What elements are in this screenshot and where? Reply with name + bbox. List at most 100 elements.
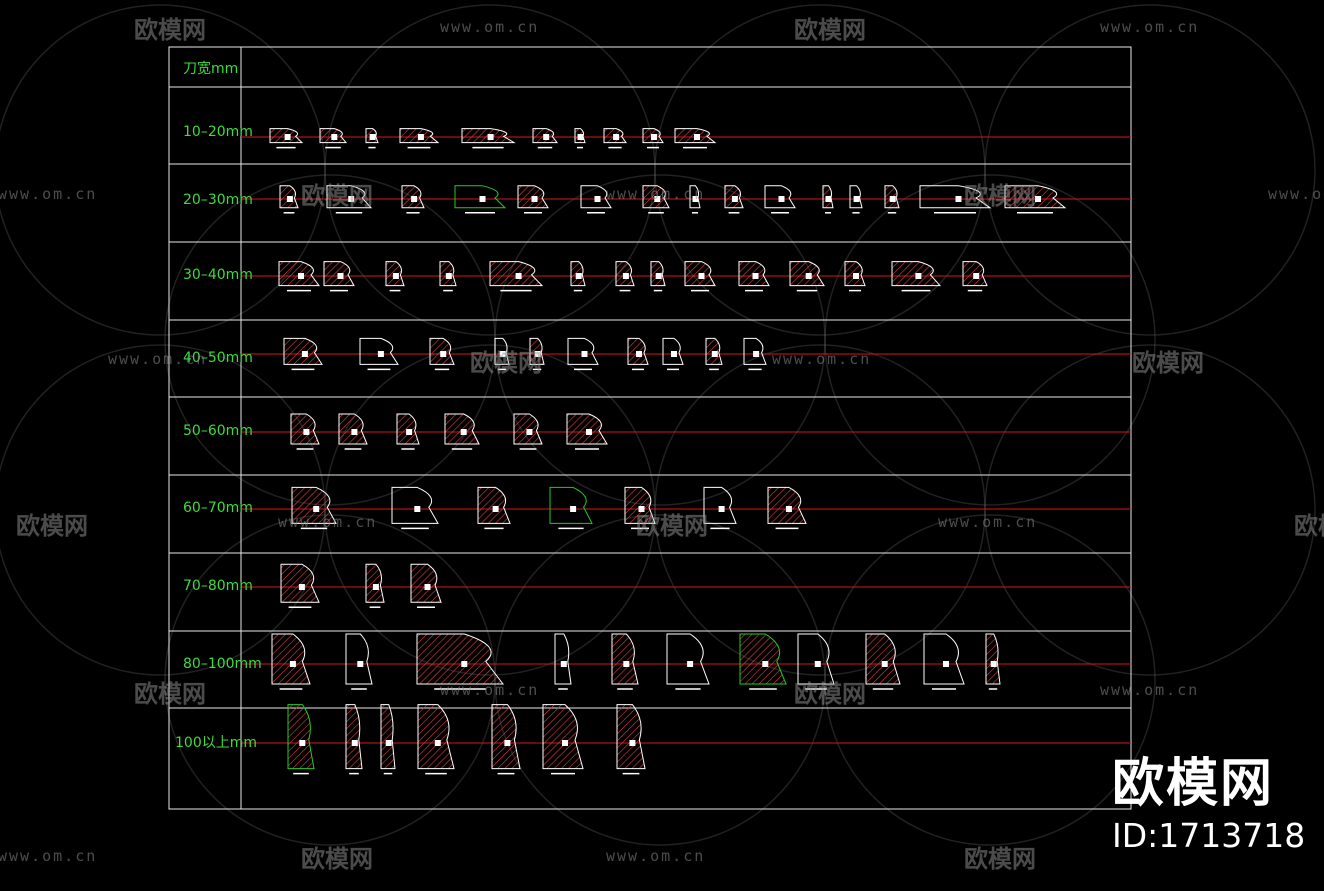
watermark-site: www.om.cn [278,513,378,531]
profile-marker [385,740,392,746]
watermark-logo: 欧模网 [636,512,708,540]
molding-profile [642,128,664,149]
profile-outline [919,185,992,209]
molding-profile [789,261,825,292]
watermark-logo: 欧模网 [1132,349,1204,377]
watermark-site: www.om.cn [1100,681,1200,699]
brand-badge: 欧模网 ID:1713718 [1112,752,1305,856]
profile-marker [778,196,785,202]
watermark-logo: 欧模网 [794,16,866,44]
molding-profile [385,261,405,292]
profile-marker [406,429,413,435]
molding-profile [439,261,457,292]
watermark-arc [984,4,1316,336]
profile-marker [434,740,441,746]
profile-marker [351,429,358,435]
molding-profile [278,261,320,292]
profile-outline [666,633,710,685]
molding-profile [797,633,835,690]
profile-marker [534,351,541,357]
profile-marker [623,661,630,667]
watermark-arc [824,514,1156,846]
profile-outline [345,633,373,685]
watermark-site: www.om.cn [1268,185,1324,203]
profile-marker [586,429,592,435]
watermark-arc [494,174,826,506]
profile-marker [853,196,860,202]
watermark-site: www.om.cn [0,185,98,203]
profile-outline [743,337,767,365]
profile-outline [739,633,787,685]
molding-profile [554,633,572,690]
profile-marker [805,273,812,279]
profile-marker [752,273,759,279]
molding-profile [549,486,593,530]
watermark-logo: 欧模网 [134,16,206,44]
profile-marker [785,506,792,512]
profile-marker [392,273,399,279]
profile-marker [889,196,896,202]
watermark-logo: 欧模网 [470,349,542,377]
profile-marker [417,134,424,140]
molding-profile [738,261,770,292]
profile-outline [359,337,399,365]
profile-marker [577,134,584,140]
profile-outline [865,633,901,685]
profile-marker [515,273,522,279]
molding-profile [574,128,586,149]
profile-marker [711,351,718,357]
watermark-logo: 欧模网 [964,182,1036,210]
profile-marker [629,740,636,746]
profile-outline [326,185,373,209]
profile-marker [570,506,577,512]
watermark-site: www.om.cn [772,350,872,368]
profile-marker [289,661,296,667]
profile-outline [923,633,965,685]
profile-marker [357,661,364,667]
molding-profile [764,185,796,214]
profile-marker [622,273,629,279]
profile-marker [671,351,677,357]
molding-profile [454,185,507,214]
watermark-arc [0,4,326,336]
molding-profile [624,486,656,530]
profile-outline [567,337,599,365]
molding-profile [567,337,599,371]
profile-marker [298,584,305,590]
profile-marker [562,740,568,746]
profile-marker [303,429,310,435]
profile-marker [955,196,962,202]
profile-marker [575,273,582,279]
molding-profile [627,337,649,371]
profile-marker [881,661,888,667]
profile-marker [915,273,922,279]
profile-marker [814,661,821,667]
profile-outline [554,633,572,685]
molding-profile [891,261,942,292]
molding-profile [1004,185,1067,214]
molding-profile [570,261,586,292]
molding-profile [513,413,543,450]
row-label-70-80: 70–80mm [183,578,253,594]
molding-profile [338,413,368,450]
profile-marker [440,351,447,357]
profile-marker [718,506,725,512]
molding-profile [962,261,988,292]
profile-outline [616,704,646,770]
molding-profile [865,633,901,690]
profile-outline [380,704,396,770]
profile-marker [301,351,308,357]
row-label-80-100: 80–100mm [183,656,262,672]
molding-profile [919,185,992,214]
profile-outline [391,486,439,524]
profile-outline [477,486,511,524]
molding-profile [287,704,315,775]
watermark-site: www.om.cn [1100,18,1200,36]
profile-marker [479,196,486,202]
profile-marker [698,273,705,279]
molding-profile [674,128,717,149]
molding-profile [269,128,304,149]
profile-outline [703,486,737,524]
row-label-50-60: 50–60mm [183,423,253,439]
molding-profile [380,704,396,775]
